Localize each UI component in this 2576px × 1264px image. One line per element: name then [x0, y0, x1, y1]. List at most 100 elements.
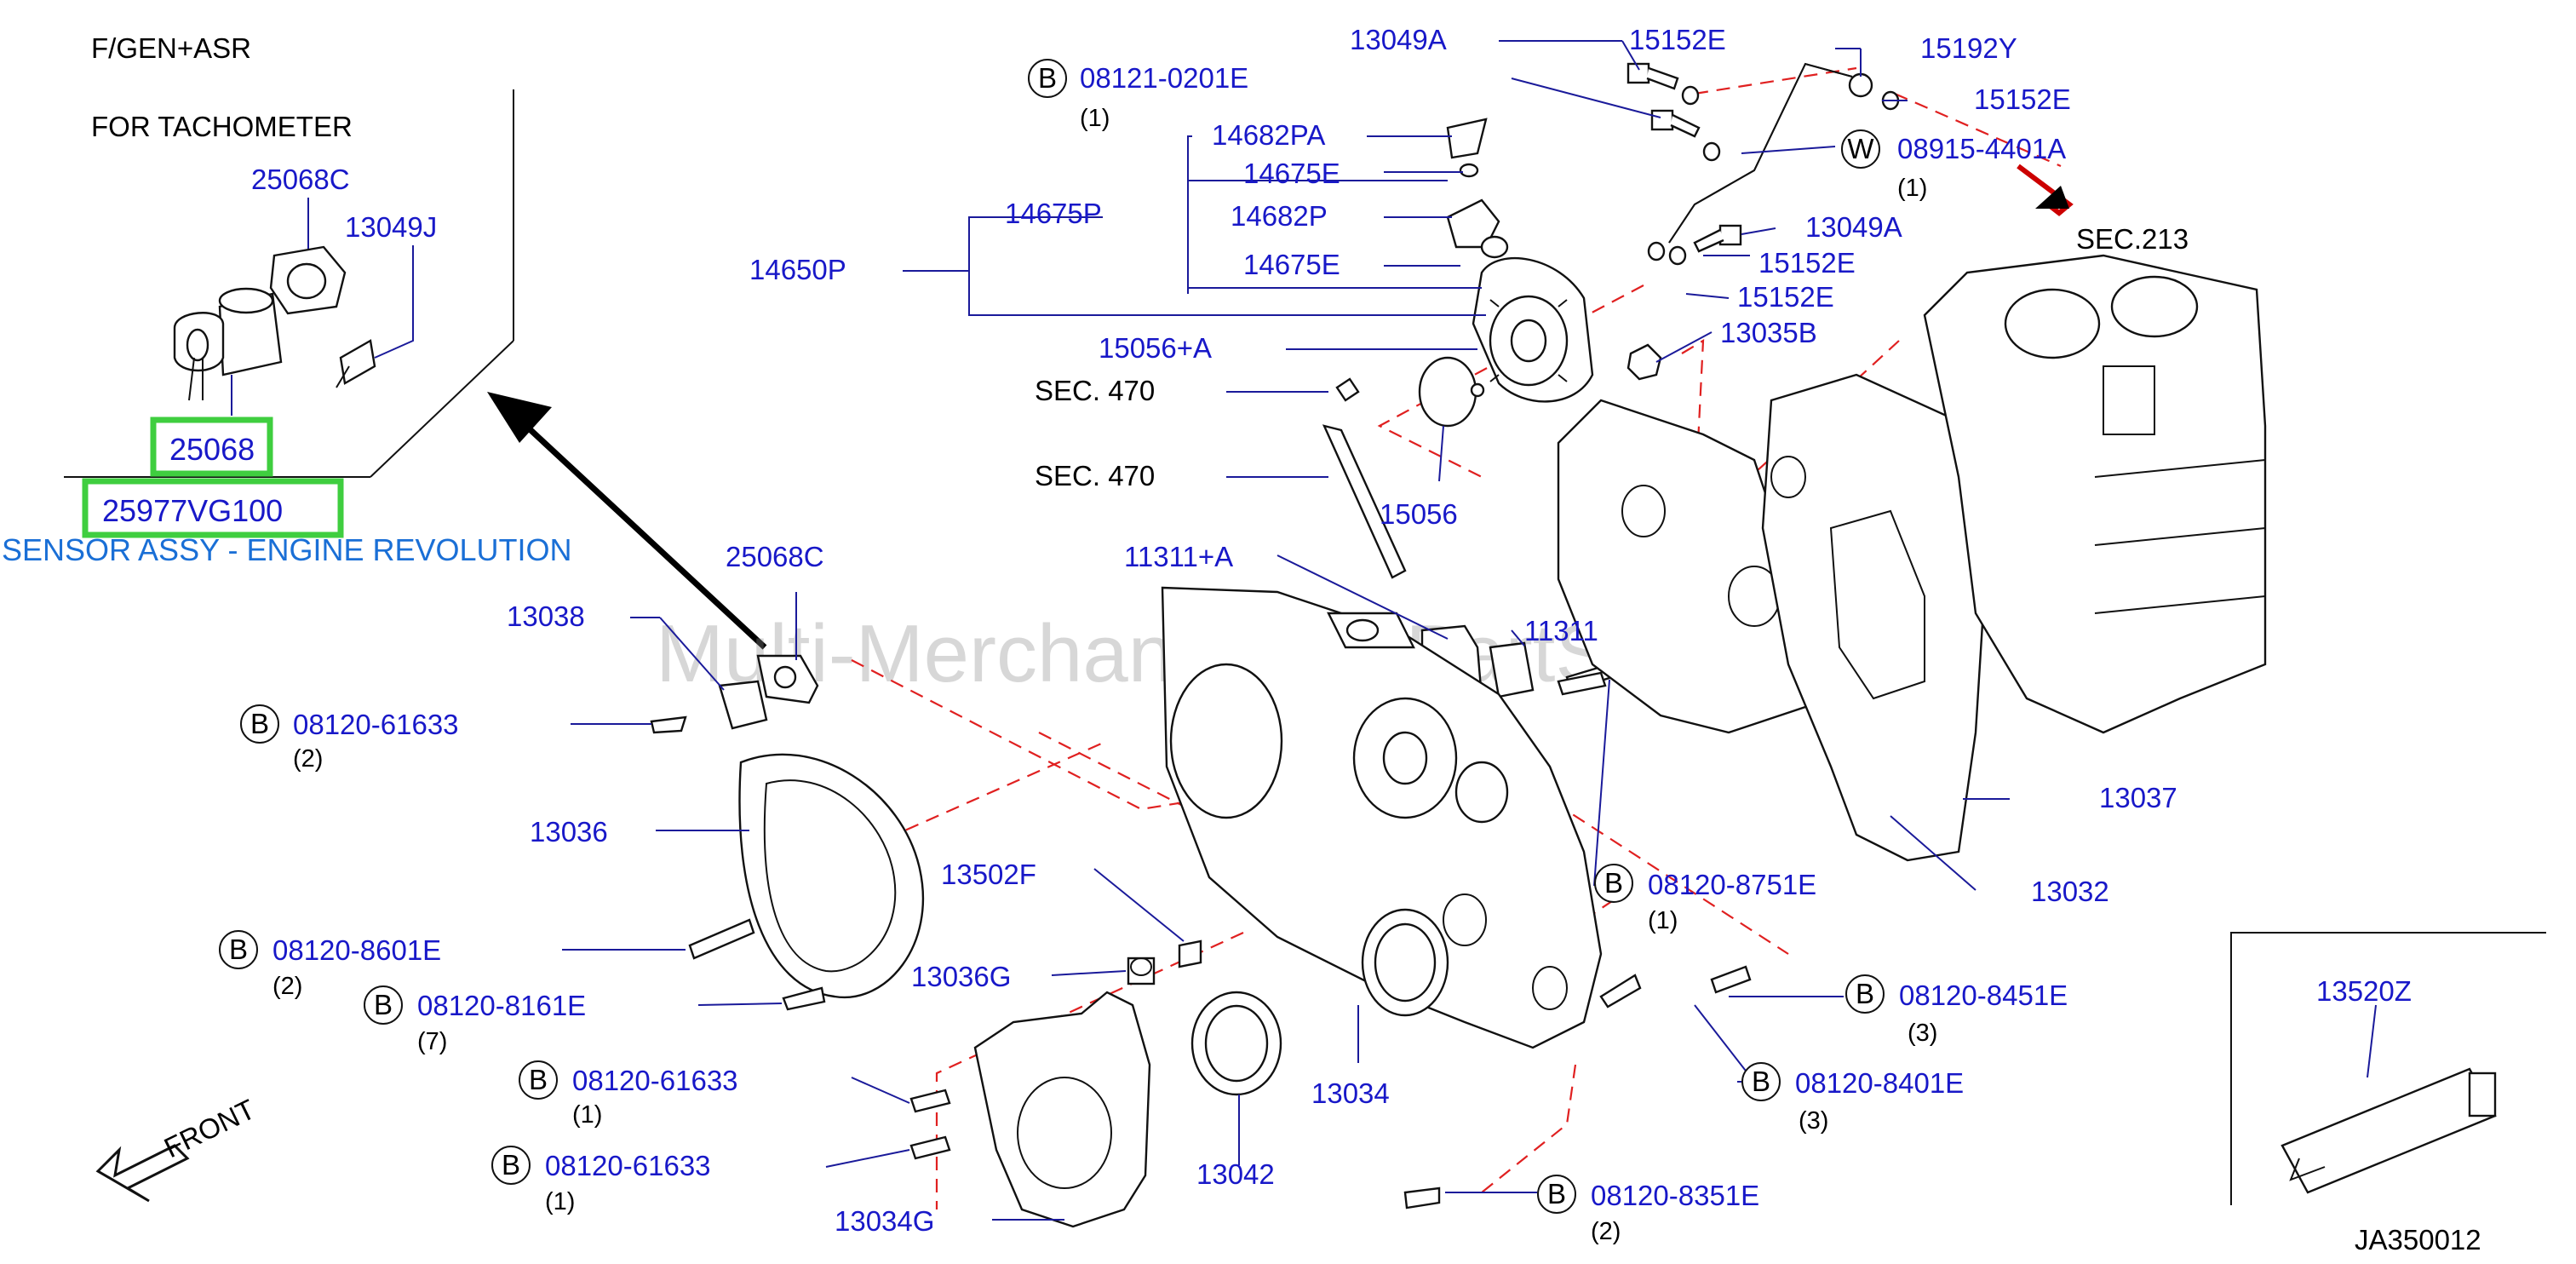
part-label-08120-61633-c[interactable]: 08120-61633	[545, 1150, 711, 1181]
svg-text:B: B	[374, 989, 393, 1020]
part-label-08120-8161e[interactable]: 08120-8161E	[417, 990, 586, 1021]
gasket-13036	[738, 753, 925, 999]
part-label-13502f[interactable]: 13502F	[941, 859, 1036, 890]
highlight-part-number[interactable]: 25977VG100	[102, 493, 283, 528]
part-label-13049a-top[interactable]: 13049A	[1350, 24, 1447, 55]
oring-15056a	[1470, 382, 1485, 398]
part-label-14682pa[interactable]: 14682PA	[1212, 119, 1325, 151]
svg-text:B: B	[529, 1064, 548, 1095]
part-label-13036[interactable]: 13036	[530, 816, 608, 847]
badge-b-8451e	[1845, 974, 1885, 1014]
bolt-13049j-inset	[336, 339, 376, 388]
part-label-25068[interactable]: 25068	[169, 432, 255, 467]
part-label-15056[interactable]: 15056	[1380, 498, 1458, 530]
badge-b-61633-a	[240, 704, 279, 744]
part-label-08120-8751e[interactable]: 08120-8751E	[1648, 869, 1816, 900]
gasket-25068c-inset	[269, 245, 347, 315]
bolt-near-13037	[1557, 671, 1607, 696]
part-label-13038[interactable]: 13038	[507, 600, 585, 632]
sensor-assy-drawing	[173, 287, 283, 416]
part-label-15192y[interactable]: 15192Y	[1920, 32, 2017, 64]
variant-label: F/GEN+ASR	[91, 32, 251, 64]
part-label-08120-8401e[interactable]: 08120-8401E	[1795, 1067, 1964, 1099]
part-label-14650p[interactable]: 14650P	[749, 254, 846, 285]
sec470-ref-b[interactable]: SEC. 470	[1035, 460, 1155, 491]
part-label-13035b[interactable]: 13035B	[1720, 317, 1817, 348]
bolt-08120-8161e	[782, 986, 826, 1011]
part-label-15152e-2[interactable]: 15152E	[1974, 83, 2071, 115]
plate-13038	[718, 680, 768, 730]
plug-13036g	[1127, 957, 1156, 985]
hose-sec470	[1322, 377, 1407, 579]
inset-13520z	[2230, 932, 2546, 1205]
qty-08120-61633-c: (1)	[545, 1188, 575, 1215]
part-label-13034g[interactable]: 13034G	[835, 1205, 934, 1237]
badge-b-61633-b	[519, 1060, 558, 1100]
bolt-08120-61633-a	[650, 715, 687, 734]
part-label-14675p[interactable]: 14675P	[1005, 198, 1102, 229]
part-label-11311a[interactable]: 11311+A	[1124, 541, 1233, 572]
part-label-14682p[interactable]: 14682P	[1231, 200, 1328, 232]
leader-lines	[562, 40, 2377, 1221]
part-label-13042[interactable]: 13042	[1196, 1158, 1275, 1190]
part-label-14675e-2[interactable]: 14675E	[1243, 249, 1340, 280]
part-label-15152e-3[interactable]: 15152E	[1758, 247, 1856, 279]
part-label-08121-0201e[interactable]: 08121-0201E	[1080, 62, 1248, 94]
part-label-08120-8601e[interactable]: 08120-8601E	[273, 934, 441, 966]
qty-08120-8751e: (1)	[1648, 907, 1678, 934]
badge-b-8601e	[219, 930, 258, 969]
part-label-08120-61633-b[interactable]: 08120-61633	[572, 1065, 738, 1096]
sec213-ref[interactable]: SEC.213	[2076, 223, 2189, 255]
inset-panel: F/GEN+ASR FOR TACHOMETER 25068C 13049J 2	[2, 32, 572, 567]
part-label-13032[interactable]: 13032	[2031, 876, 2109, 907]
sensor-description: SENSOR ASSY - ENGINE REVOLUTION	[2, 532, 572, 567]
part-label-25068c[interactable]: 25068C	[726, 541, 824, 572]
svg-text:B: B	[1604, 867, 1623, 899]
part-label-15056a[interactable]: 15056+A	[1099, 332, 1212, 364]
oring-15056	[1418, 356, 1477, 428]
part-label-15152e-1[interactable]: 15152E	[1629, 24, 1726, 55]
bolt-08120-61633-b	[909, 1089, 951, 1113]
bolt-08120-8351e	[1403, 1186, 1441, 1209]
oil-seal-13034-lower	[1361, 908, 1449, 1017]
part-label-13036g[interactable]: 13036G	[911, 961, 1011, 992]
highlight-box-part-number	[82, 478, 344, 538]
badge-b-61633-c	[491, 1146, 531, 1185]
qty-08120-61633-b: (1)	[572, 1101, 602, 1129]
part-label-08120-8451e[interactable]: 08120-8451E	[1899, 980, 2068, 1011]
engine-block-sec213	[1923, 254, 2267, 734]
part-label-13049a-mid[interactable]: 13049A	[1805, 211, 1902, 243]
svg-text:B: B	[229, 934, 248, 965]
svg-text:B: B	[250, 708, 269, 739]
bolt-13049a-top	[1626, 62, 1679, 90]
bolt-08120-8401e	[1599, 974, 1642, 1008]
part-label-08120-8351e[interactable]: 08120-8351E	[1591, 1180, 1759, 1211]
badge-b-8751e	[1594, 864, 1633, 903]
part-label-13034[interactable]: 13034	[1311, 1077, 1390, 1109]
pin-13502f	[1178, 939, 1202, 968]
tube-15192y	[1647, 62, 1900, 266]
tachometer-note: FOR TACHOMETER	[91, 111, 353, 142]
highlight-box-25068	[150, 417, 273, 477]
front-arrow	[95, 1144, 190, 1203]
inset-border-diagonal	[370, 340, 514, 478]
part-label-15152e-4[interactable]: 15152E	[1737, 281, 1834, 313]
part-label-13520z[interactable]: 13520Z	[2316, 975, 2412, 1007]
part-label-11311[interactable]: 11311	[1524, 615, 1598, 646]
part-label-08915-4401a[interactable]: 08915-4401A	[1897, 133, 2066, 164]
part-label-13049j-inset[interactable]: 13049J	[345, 211, 437, 243]
bolt-08120-8601e	[688, 918, 755, 960]
sec470-ref-a[interactable]: SEC. 470	[1035, 375, 1155, 406]
pump-14650p	[1446, 118, 1594, 403]
part-label-08120-61633-a[interactable]: 08120-61633	[293, 709, 459, 740]
part-labels: 13049A 15152E 15192Y 15152E 08121-0201E …	[273, 24, 2481, 1255]
badge-b-08121	[1028, 59, 1067, 98]
part-label-14675e-1[interactable]: 14675E	[1243, 158, 1340, 189]
badge-b-8401e	[1741, 1062, 1781, 1101]
plate-13037	[1761, 373, 1986, 862]
part-label-25068c-inset[interactable]: 25068C	[251, 164, 350, 195]
badge-b-8161e	[364, 985, 403, 1025]
diagram-code: JA350012	[2355, 1224, 2481, 1255]
part-label-13037[interactable]: 13037	[2099, 782, 2177, 813]
